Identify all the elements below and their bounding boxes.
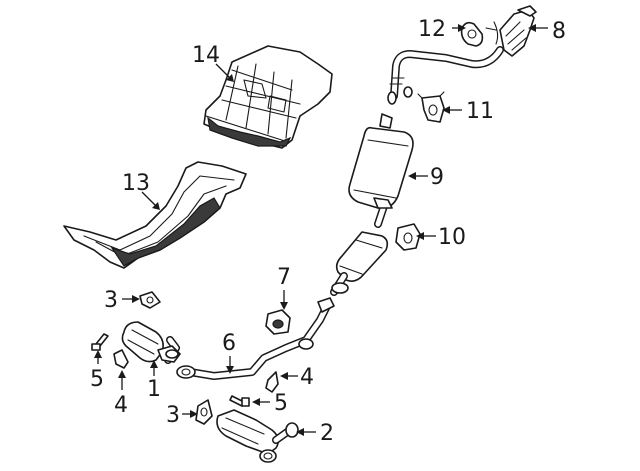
catalytic-converter-2[interactable] [216,409,299,463]
heat-shield-lower[interactable] [63,161,247,269]
callout-11: 11 [466,99,494,124]
catalytic-converter-1[interactable] [121,321,181,363]
callout-13: 13 [122,171,150,196]
bracket-11[interactable] [417,91,445,123]
callout-14: 14 [192,43,220,68]
callout-5-left: 5 [90,367,104,392]
intermediate-pipe[interactable] [164,297,335,380]
callout-2: 2 [320,421,334,446]
gasket-3-lower[interactable] [195,399,213,425]
leader-lines [94,24,548,436]
callout-1: 1 [147,377,161,402]
callout-7: 7 [277,265,291,290]
insulator-7[interactable] [265,309,291,335]
hanger-insulator-12[interactable] [460,21,484,47]
callout-12: 12 [418,17,446,42]
callout-4-left: 4 [114,393,128,418]
muffler[interactable] [348,113,414,228]
gasket-3-upper[interactable] [139,291,161,309]
callout-9: 10 [438,225,466,250]
clip-4-left[interactable] [113,349,129,369]
callout-8: 9 [430,165,444,190]
heat-shield-upper[interactable] [203,45,333,149]
callout-5-right: 5 [274,391,288,416]
bolt-5-left[interactable] [91,333,109,351]
bolt-5-right[interactable] [229,395,250,407]
callout-4-right: 4 [300,365,314,390]
callout-labels: 14 13 12 8 11 9 10 7 6 3 3 5 4 1 4 5 2 [90,17,566,446]
callout-3-upper: 3 [104,288,118,313]
resonator[interactable] [330,231,389,296]
tail-pipe-assembly[interactable] [387,5,537,105]
clip-4-right[interactable] [265,371,279,393]
hanger-bracket-9[interactable] [395,223,421,251]
callout-3-lower: 3 [166,403,180,428]
callout-6: 6 [222,331,236,356]
callout-10: 8 [552,19,566,44]
